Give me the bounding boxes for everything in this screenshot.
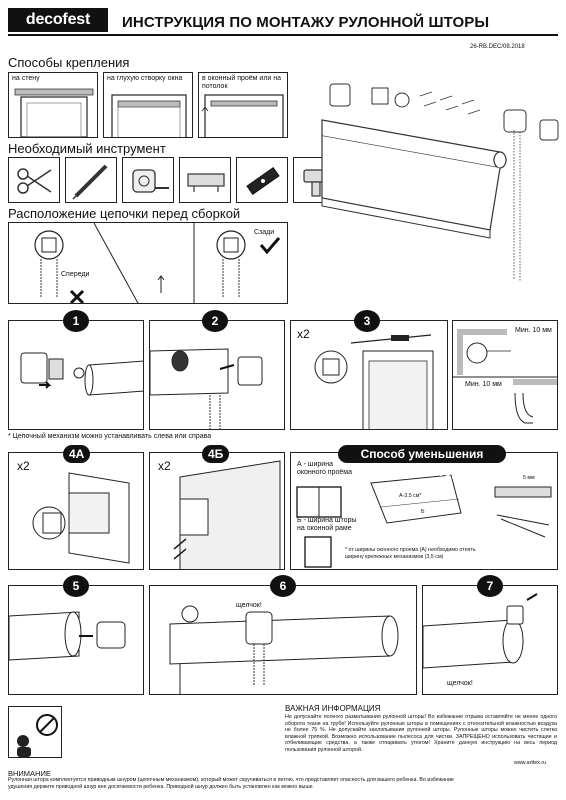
mount-sash-panel: на глухую створку окна — [103, 72, 193, 138]
step-4a-badge: 4А — [63, 445, 91, 463]
clearance-panel: Мин. 10 мм Мин. 10 мм — [452, 320, 558, 430]
tape-measure-icon — [122, 157, 174, 203]
header-divider — [8, 34, 558, 36]
document-id: 26-RB.DEC/08.2018 — [470, 44, 525, 50]
step-3-badge: 3 — [354, 310, 380, 332]
wall-mount-illustration — [14, 88, 94, 137]
level-icon — [236, 157, 288, 203]
width-reduction-heading: Способ уменьшения ширины шторы — [338, 445, 506, 479]
mount-wall-panel: на стену — [8, 72, 98, 138]
important-heading: ВАЖНАЯ ИНФОРМАЦИЯ — [285, 704, 381, 713]
step-7-panel: щелчок! — [422, 585, 558, 695]
pencil-icon — [65, 157, 117, 203]
chain-back-label: Сзади — [254, 229, 275, 236]
step-3-count: x2 — [297, 327, 310, 341]
mount-opening-panel: в оконный проём или на потолок — [198, 72, 288, 138]
step-6-click: щелчок! — [236, 602, 262, 609]
width-reduction-illustration — [296, 474, 552, 568]
width-mm-label: 5 мм — [523, 475, 535, 481]
step-4b-panel: x2 — [149, 452, 285, 570]
step-2-badge: 2 — [202, 310, 228, 332]
step-6-illustration — [169, 605, 399, 694]
chain-front-label: Спереди — [61, 271, 90, 278]
clearance-min-top: Мин. 10 мм — [515, 327, 552, 334]
step-4a-panel: x2 — [8, 452, 144, 570]
step-7-illustration — [423, 593, 538, 669]
step-1-illustration — [20, 352, 143, 396]
page-title: ИНСТРУКЦИЯ ПО МОНТАЖУ РУЛОННОЙ ШТОРЫ — [122, 14, 490, 31]
pliers-icon — [179, 157, 231, 203]
step-4b-count: x2 — [158, 459, 171, 473]
step-5-panel — [8, 585, 144, 695]
width-label-b: Б - ширина шторы на оконной раме — [297, 517, 357, 532]
step-5-illustration — [9, 611, 126, 661]
step-1-panel — [8, 320, 144, 430]
step-2-illustration — [150, 348, 263, 429]
clearance-illustration — [453, 329, 557, 424]
clearance-min-bottom: Мин. 10 мм — [465, 381, 502, 388]
step-6-panel: щелчок! — [149, 585, 417, 695]
mount-opening-label: в оконный проём или на потолок — [202, 75, 282, 90]
chain-heading: Расположение цепочки перед сборкой — [8, 206, 241, 221]
child-warning-icon — [8, 706, 62, 758]
width-footnote: * от ширины оконного проема (А) необходи… — [345, 547, 476, 560]
chain-position-panel: Спереди Сзади — [8, 222, 288, 304]
exploded-assembly-illustration — [321, 83, 559, 282]
mount-sash-label: на глухую створку окна — [107, 75, 183, 82]
step-6-badge: 6 — [270, 575, 296, 597]
width-label-a: А - ширина оконного проёма — [297, 461, 352, 476]
step-2-panel — [149, 320, 285, 430]
width-b-label: Б — [421, 509, 425, 515]
step-3-illustration — [314, 334, 434, 429]
tools-heading: Необходимый инструмент — [8, 141, 166, 156]
opening-mount-illustration — [201, 94, 284, 137]
step-7-badge: 7 — [477, 575, 503, 597]
step-4a-illustration — [32, 472, 130, 564]
sash-mount-illustration — [111, 94, 187, 137]
warning-heading: ВНИМАНИЕ — [8, 769, 51, 778]
width-reduction-panel: А - ширина оконного проёма Б - ширина шт… — [290, 452, 558, 570]
mount-wall-label: на стену — [12, 75, 40, 82]
chain-side-note: * Цепочный механизм можно устанавливать … — [8, 433, 212, 440]
warning-text: Рулонная штора комплектуется приводным ш… — [8, 777, 454, 790]
mounting-heading: Способы крепления — [8, 55, 130, 70]
chain-position-illustration — [34, 223, 281, 303]
footer-url[interactable]: www.arttex.ru — [514, 760, 547, 766]
brand-logo: decofest — [8, 8, 108, 32]
step-4a-count: x2 — [17, 459, 30, 473]
step-4b-badge: 4Б — [202, 445, 230, 463]
step-5-badge: 5 — [63, 575, 89, 597]
step-3-panel: x2 — [290, 320, 448, 430]
step-4b-illustration — [173, 460, 281, 569]
step-1-badge: 1 — [63, 310, 89, 332]
width-formula: А-3,5 см* — [399, 493, 422, 499]
important-text: Не допускайте полного разматывания рулон… — [285, 714, 557, 753]
scissors-icon — [8, 157, 60, 203]
step-7-click: щелчок! — [447, 680, 473, 687]
